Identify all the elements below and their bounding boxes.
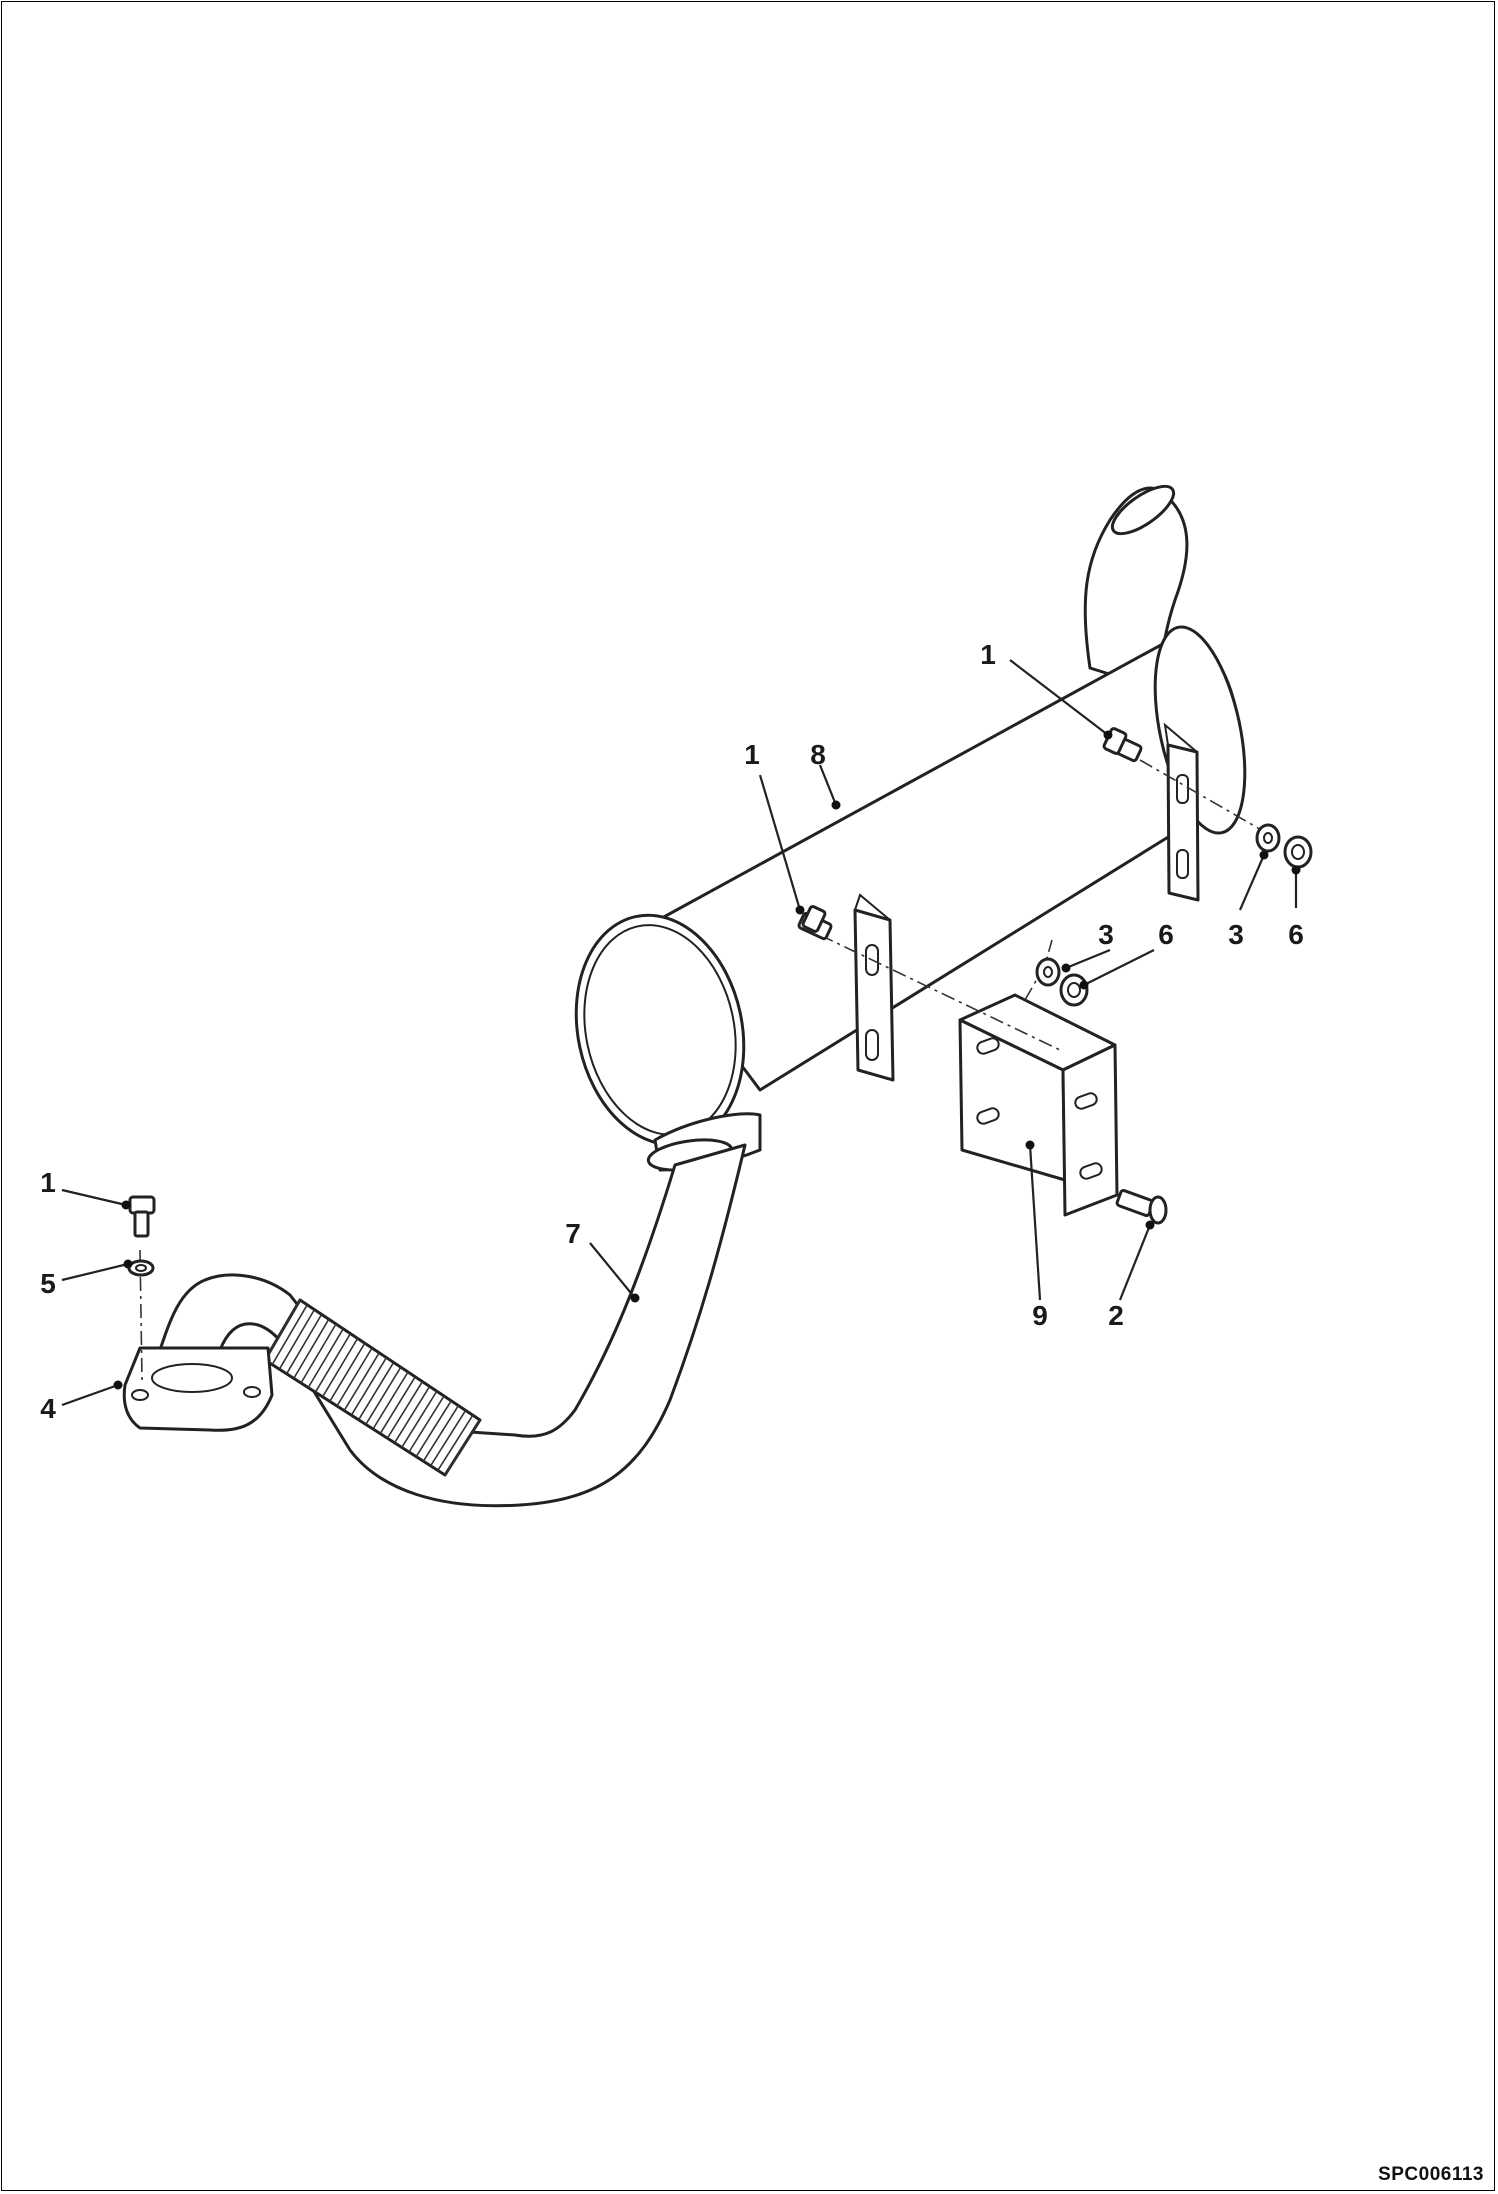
washer-rear xyxy=(1255,823,1281,853)
bellows-rib xyxy=(401,1390,438,1448)
bellows-rib xyxy=(379,1376,416,1435)
callout-labels: 1 8 1 3 6 3 6 1 5 4 7 9 2 xyxy=(40,639,1304,1424)
bellows-rib xyxy=(329,1342,366,1402)
muffler-strap-rear xyxy=(1163,722,1200,902)
bolt-bracket xyxy=(1115,1189,1168,1225)
callout-5-gasket: 5 xyxy=(40,1268,56,1299)
nut-front xyxy=(1059,973,1089,1007)
callout-9-bracket: 9 xyxy=(1032,1300,1048,1331)
bellows-rib xyxy=(422,1405,460,1462)
bellows-rib xyxy=(408,1395,445,1453)
bellows-rib xyxy=(285,1313,323,1375)
flex-bellows xyxy=(264,1299,481,1476)
bellows-rib xyxy=(307,1328,344,1389)
drawing-code: SPC006113 xyxy=(1378,2164,1484,2185)
nut-rear xyxy=(1283,835,1313,869)
bellows-rib xyxy=(264,1299,301,1361)
bellows-rib xyxy=(415,1400,452,1458)
tail-pipe xyxy=(1083,484,1189,692)
bolt-front-strap xyxy=(797,905,833,941)
bellows-rib xyxy=(321,1337,359,1398)
bellows-rib xyxy=(300,1323,337,1384)
bellows-rib xyxy=(314,1333,352,1393)
exhaust-pipe xyxy=(158,1143,747,1508)
callout-1-front-bolt: 1 xyxy=(744,739,760,770)
bellows-rib xyxy=(365,1366,402,1425)
callout-1-flange-bolt: 1 xyxy=(40,1167,56,1198)
bellows-rib xyxy=(393,1385,431,1444)
callout-3-front-washer: 3 xyxy=(1098,919,1114,950)
callout-6-rear-nut: 6 xyxy=(1288,919,1304,950)
callout-2-bracket-bolt: 2 xyxy=(1108,1300,1124,1331)
bellows-rib xyxy=(293,1318,330,1379)
bellows-rib xyxy=(386,1381,424,1439)
callout-8-muffler: 8 xyxy=(810,739,826,770)
bolt-flange xyxy=(128,1195,156,1238)
muffler xyxy=(574,625,1247,1147)
bellows-rib xyxy=(271,1304,308,1366)
bellows-rib xyxy=(278,1309,316,1370)
bellows-rib xyxy=(372,1371,409,1430)
callout-7-exhaust-pipe: 7 xyxy=(565,1218,581,1249)
bellows-rib xyxy=(343,1352,380,1412)
muffler-strap-front xyxy=(853,893,895,1082)
bellows-rib xyxy=(437,1414,474,1471)
gasket-washer-flange xyxy=(127,1259,155,1277)
callout-6-front-nut: 6 xyxy=(1158,919,1174,950)
callout-1-rear-bolt: 1 xyxy=(980,639,996,670)
bellows-rib xyxy=(336,1347,373,1407)
muffler-bracket xyxy=(958,993,1119,1217)
bellows-rib xyxy=(350,1357,388,1416)
leader-lines xyxy=(61,659,1301,1407)
bellows-rib xyxy=(429,1409,467,1467)
exhaust-flange xyxy=(122,1346,274,1432)
bellows-rib xyxy=(444,1419,481,1476)
callout-4-flange: 4 xyxy=(40,1393,56,1424)
callout-3-rear-washer: 3 xyxy=(1228,919,1244,950)
bellows-rib xyxy=(357,1361,395,1421)
washer-front xyxy=(1035,957,1061,987)
